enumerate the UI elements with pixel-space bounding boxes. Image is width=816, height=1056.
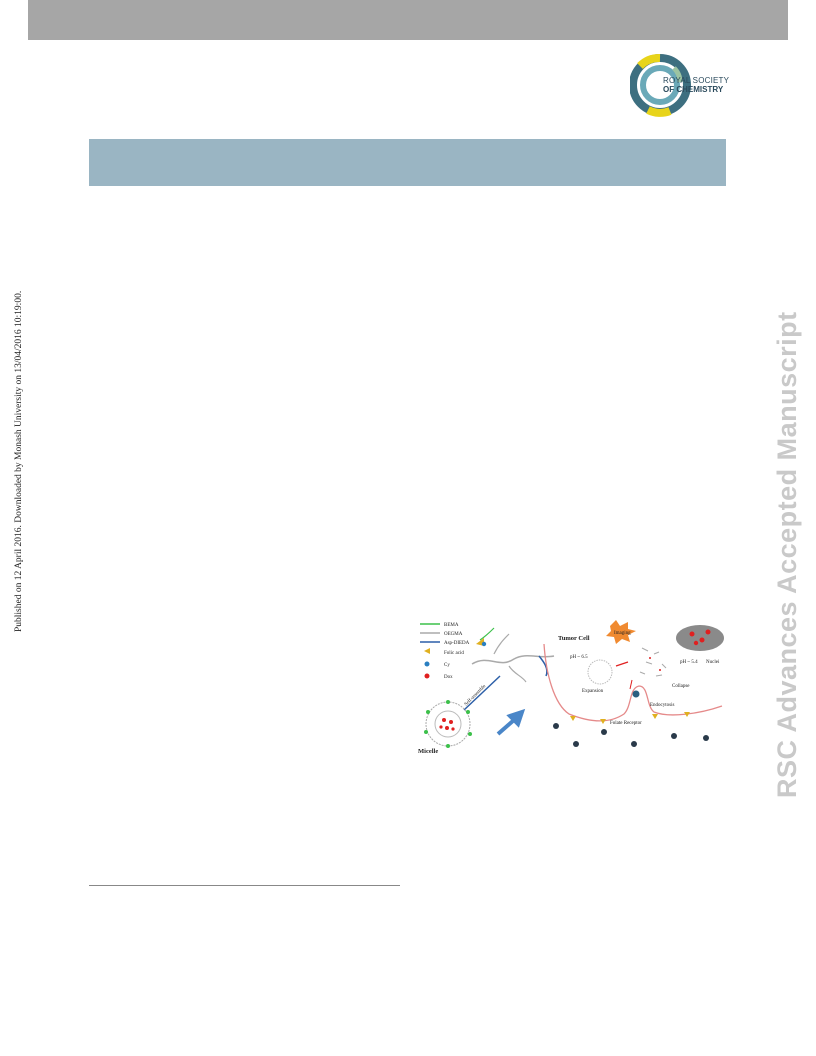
folate-receptors bbox=[570, 712, 690, 724]
nucleus-icon bbox=[676, 625, 724, 651]
arrow-icon bbox=[496, 708, 526, 736]
label-tumor-cell: Tumor Cell bbox=[558, 635, 590, 642]
polymer-chain bbox=[471, 627, 555, 683]
legend-folic-acid: Folic acid bbox=[444, 651, 464, 656]
logo-line-2: OF CHEMISTRY bbox=[663, 85, 724, 94]
legend-oegma: OEGMA bbox=[444, 632, 463, 637]
folic-acid-icon bbox=[424, 648, 430, 654]
label-ph-6-5: pH ~ 6.5 bbox=[570, 655, 588, 660]
logo-line-1: ROYAL SOCIETY bbox=[663, 76, 730, 85]
label-nuclei: Nuclei bbox=[706, 660, 720, 665]
label-expansion: Expansion bbox=[582, 689, 604, 694]
legend-cy: Cy bbox=[444, 663, 450, 668]
legend-bema: BEMA bbox=[444, 623, 459, 628]
extracellular-micelles bbox=[553, 723, 709, 747]
label-self-assemble: Self-assemble bbox=[464, 683, 488, 707]
label-collapse: Collapse bbox=[672, 684, 690, 689]
rsc-logo-text: ROYAL SOCIETY OF CHEMISTRY bbox=[663, 76, 729, 94]
label-ph-5-4: pH ~ 5.4 bbox=[680, 660, 698, 665]
article-header-band bbox=[89, 139, 726, 186]
rsc-logo bbox=[629, 52, 730, 118]
legend-dox: Dox bbox=[444, 675, 453, 680]
rsc-logo-emblem-icon bbox=[629, 54, 691, 117]
dox-dot-icon bbox=[424, 673, 430, 679]
label-folate-receptor: Folate Receptor bbox=[610, 721, 642, 726]
cy-dot-icon bbox=[424, 661, 430, 667]
accepted-manuscript-watermark: RSC Advances Accepted Manuscript bbox=[772, 311, 802, 798]
label-endocytosis: Endocytosis bbox=[650, 703, 674, 708]
endocytosed-micelle-icon bbox=[632, 690, 640, 698]
cell-membrane bbox=[543, 643, 723, 722]
label-imaging: Imaging bbox=[614, 631, 631, 636]
transition-arrow bbox=[615, 661, 629, 667]
imaging-burst-icon bbox=[606, 620, 636, 644]
publication-note: Published on 12 April 2016. Downloaded b… bbox=[14, 290, 24, 632]
label-micelle: Micelle bbox=[418, 748, 438, 755]
collapsed-fragments bbox=[639, 647, 667, 677]
self-assemble-line bbox=[463, 675, 501, 711]
collapse-arrow bbox=[629, 679, 633, 690]
footnote-separator bbox=[89, 885, 400, 886]
legend-asp-diedia: Asp-DIEDA bbox=[444, 641, 470, 646]
top-header-bar bbox=[28, 0, 788, 40]
graphical-abstract: BEMA OEGMA Asp-DIEDA Folic acid Cy Dox S… bbox=[414, 614, 724, 759]
expanded-micelle-icon bbox=[587, 659, 613, 685]
micelle-icon bbox=[424, 700, 472, 748]
